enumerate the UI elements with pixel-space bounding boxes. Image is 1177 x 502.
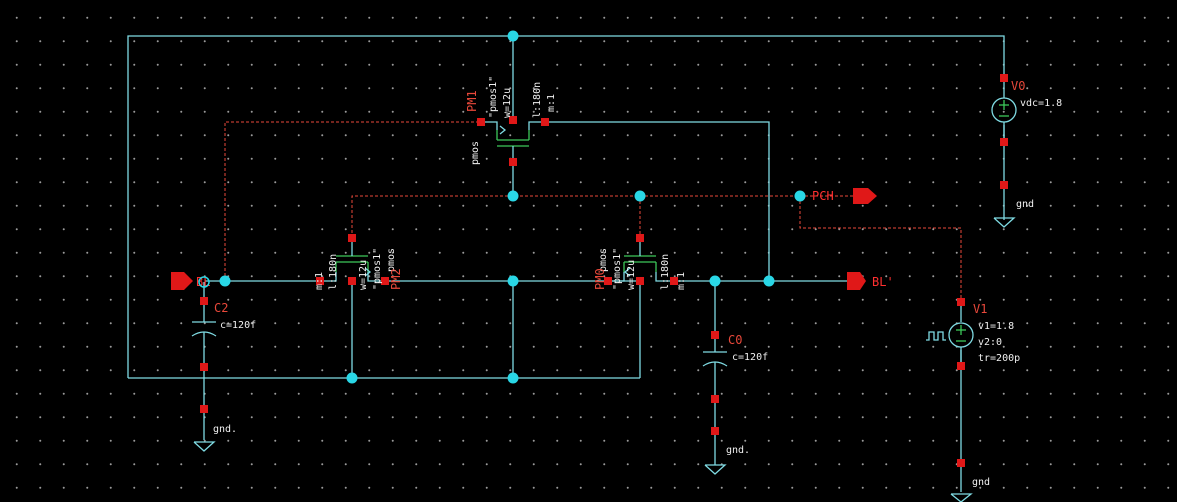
- c0-ground-icon: [704, 427, 727, 475]
- pm2-length-label: l:180n: [328, 254, 339, 290]
- v1-v1-label: v1=1.8: [978, 321, 1014, 332]
- pm1-width-label: w=12u: [502, 88, 513, 118]
- v1-v2-label: v2:0: [978, 337, 1002, 348]
- pm1-length-label: l:180n: [532, 82, 543, 118]
- bl-to-pm1-gate-wire[interactable]: [224, 121, 481, 281]
- bl-bar-pin[interactable]: [847, 272, 866, 290]
- c2-value-label: c=120f: [220, 320, 256, 331]
- bl-pin[interactable]: [171, 272, 193, 290]
- pm0-multiplier-label: m:1: [676, 272, 687, 290]
- capacitor-c2[interactable]: [191, 297, 217, 371]
- pm0-length-label: l:180n: [660, 254, 671, 290]
- pm0-model-label: "pmos1": [612, 248, 623, 290]
- pch-pin[interactable]: [853, 188, 877, 204]
- pulse-source-v1[interactable]: [926, 298, 974, 370]
- pm0-width-label: w=12u: [626, 260, 637, 290]
- pm1-multiplier-label: m:1: [546, 94, 557, 112]
- pch-bus-wire[interactable]: [351, 195, 860, 238]
- pm2-width-label: w=12u: [358, 260, 369, 290]
- pm1-type-label: pmos: [470, 141, 481, 165]
- c2-name-label: C2: [214, 301, 228, 315]
- v0-value-label: vdc=1.8: [1020, 98, 1062, 109]
- v0-ground-icon: [993, 181, 1016, 228]
- pm1-drain-to-blbar-wire[interactable]: [545, 121, 770, 281]
- pm2-type-label: pmos: [386, 248, 397, 272]
- v1-tr-label: tr=200p: [978, 353, 1020, 364]
- c0-value-label: c=120f: [732, 352, 768, 363]
- pmos-pm0[interactable]: [604, 234, 678, 285]
- bl-bar-pin-label: BL': [872, 275, 894, 289]
- pmos-pm1[interactable]: [477, 116, 549, 166]
- pch-pin-label: PCH: [812, 189, 834, 203]
- pm0-type-label: pmos: [598, 248, 609, 272]
- pm2-name-label: PM2: [389, 268, 403, 290]
- dc-source-v0[interactable]: [991, 74, 1017, 146]
- v1-ground-icon: [950, 459, 973, 502]
- c2-ground-icon: [193, 405, 216, 452]
- c2-gnd-label: gnd.: [213, 424, 237, 435]
- c0-name-label: C0: [728, 333, 742, 347]
- v0-name-label: V0: [1011, 79, 1025, 93]
- capacitor-c0[interactable]: [702, 331, 728, 403]
- pm2-multiplier-label: m:1: [314, 272, 325, 290]
- pmos-pm2[interactable]: [316, 234, 389, 285]
- pm0-name-label: PM0: [593, 268, 607, 290]
- dashed-wires: [224, 121, 962, 300]
- pm2-model-label: "pmos1": [372, 248, 383, 290]
- pch-to-v1-wire[interactable]: [799, 196, 962, 300]
- pm1-name-label: PM1: [465, 90, 479, 112]
- pm1-model-label: "pmos1": [488, 76, 499, 118]
- vdd-rail-wire[interactable]: [127, 35, 1005, 378]
- wires: [127, 35, 1005, 492]
- junction-dots: [198, 30, 806, 384]
- v0-gnd-label: gnd: [1016, 199, 1034, 210]
- c0-gnd-label: gnd.: [726, 445, 750, 456]
- v1-gnd-label: gnd: [972, 477, 990, 488]
- v1-name-label: V1: [973, 302, 987, 316]
